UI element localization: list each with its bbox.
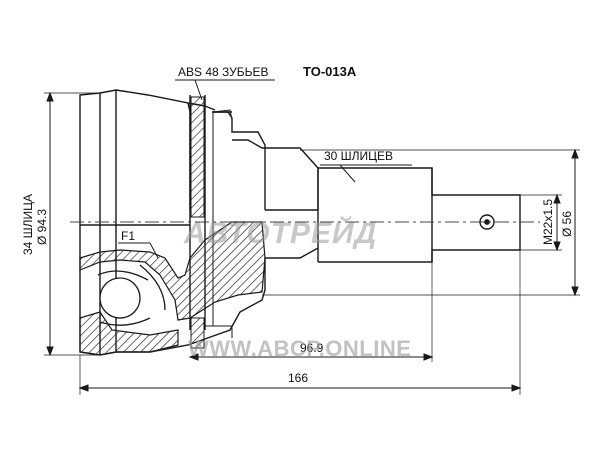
watermark-website: WWW.ABCP.ONLINE <box>188 336 411 361</box>
feature-label: F1 <box>121 229 135 243</box>
part-number: TO-013A <box>303 64 357 79</box>
leader-lines <box>118 79 412 259</box>
total-length-label: 166 <box>288 371 308 385</box>
shaft-diameter-label: Ø 56 <box>560 211 574 237</box>
splines-outer-label: 30 ШЛИЦЕВ <box>324 149 393 163</box>
splines-inner-label: 34 ШЛИЦА <box>21 194 35 255</box>
abs-teeth-label: ABS 48 ЗУБЬЕВ <box>178 65 269 79</box>
thread-label: M22x1.5 <box>541 199 555 245</box>
outer-diameter-label: Ø 94.3 <box>35 209 49 245</box>
dimension-lines <box>44 91 580 395</box>
inner-length-label: 96.9 <box>300 341 324 355</box>
watermark-logo: АВТОТРЕЙД <box>183 215 377 250</box>
abs-ring <box>190 96 233 349</box>
ball-race <box>97 264 166 326</box>
shaft <box>317 167 521 263</box>
